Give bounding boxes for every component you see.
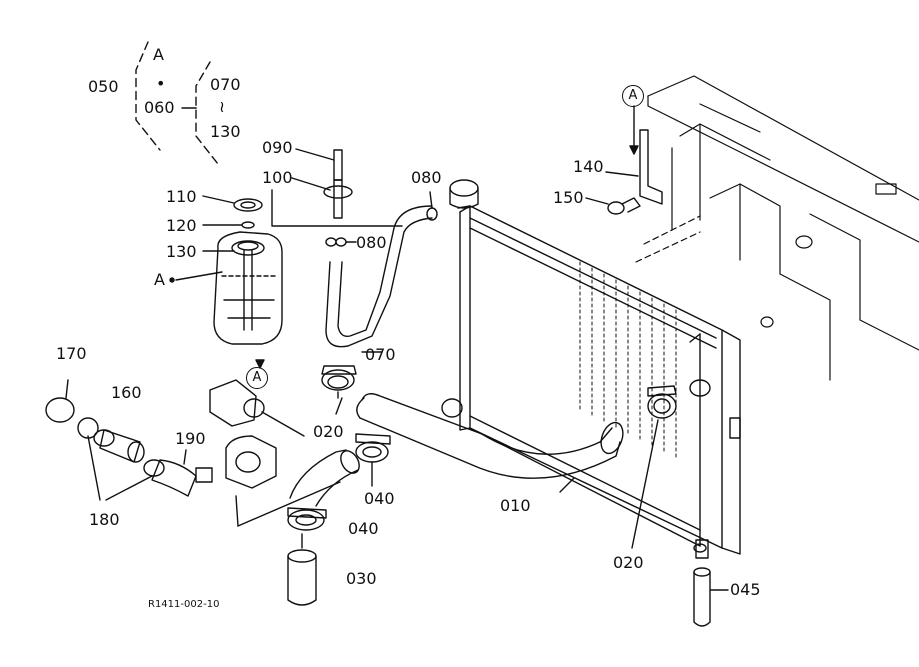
label-020-right: 020 <box>613 553 644 572</box>
label-120: 120 <box>166 216 197 235</box>
leaders-tank <box>169 195 243 283</box>
label-100: 100 <box>262 168 293 187</box>
assembly-bracket-050 <box>135 41 219 165</box>
label-070-top: 070 <box>210 75 241 94</box>
clamp-040-upper <box>355 433 391 487</box>
label-045: 045 <box>730 580 761 599</box>
label-130: 130 <box>166 242 197 261</box>
label-190: 190 <box>175 429 206 448</box>
label-ref-a-box: A <box>153 45 164 64</box>
clamp-020-upper <box>321 365 357 399</box>
reserve-tank <box>213 198 283 345</box>
bypass-hose-group <box>45 379 213 501</box>
leaders-radiator <box>335 205 575 493</box>
stay-140-150 <box>585 105 663 215</box>
label-160: 160 <box>111 383 142 402</box>
label-170: 170 <box>56 344 87 363</box>
label-130-top: 130 <box>210 122 241 141</box>
label-ref-a-tank: A <box>154 270 165 289</box>
label-040-lower: 040 <box>348 519 379 538</box>
label-020-upper: 020 <box>313 422 344 441</box>
label-010: 010 <box>500 496 531 515</box>
clamp-020-right <box>631 385 677 549</box>
label-070: 070 <box>365 345 396 364</box>
label-030: 030 <box>346 569 377 588</box>
label-tilde: ≀ <box>219 97 225 116</box>
label-090: 090 <box>262 138 293 157</box>
label-040-upper: 040 <box>364 489 395 508</box>
label-dot: • <box>156 74 166 93</box>
radiator-core <box>441 179 741 555</box>
circled-a-marker-top: A <box>622 85 644 107</box>
label-150: 150 <box>553 188 584 207</box>
label-110: 110 <box>166 187 197 206</box>
water-flange <box>209 379 341 527</box>
label-180: 180 <box>89 510 120 529</box>
label-140: 140 <box>573 157 604 176</box>
label-080-left: 080 <box>356 233 387 252</box>
label-060: 060 <box>144 98 175 117</box>
overflow-hose-070 <box>325 191 438 353</box>
circled-a-marker-left: A <box>246 367 268 389</box>
upper-radiator-hose <box>356 393 624 479</box>
drawing-code: R1411-002-10 <box>148 599 220 610</box>
frame-bracket <box>635 75 919 381</box>
fitting-090-100 <box>271 148 403 227</box>
lower-hose-030 <box>287 449 360 606</box>
clamp-040-lower <box>287 507 327 531</box>
label-050: 050 <box>88 77 119 96</box>
marker-a-left <box>255 359 265 369</box>
label-080-top: 080 <box>411 168 442 187</box>
drain-hose-045 <box>693 539 729 627</box>
